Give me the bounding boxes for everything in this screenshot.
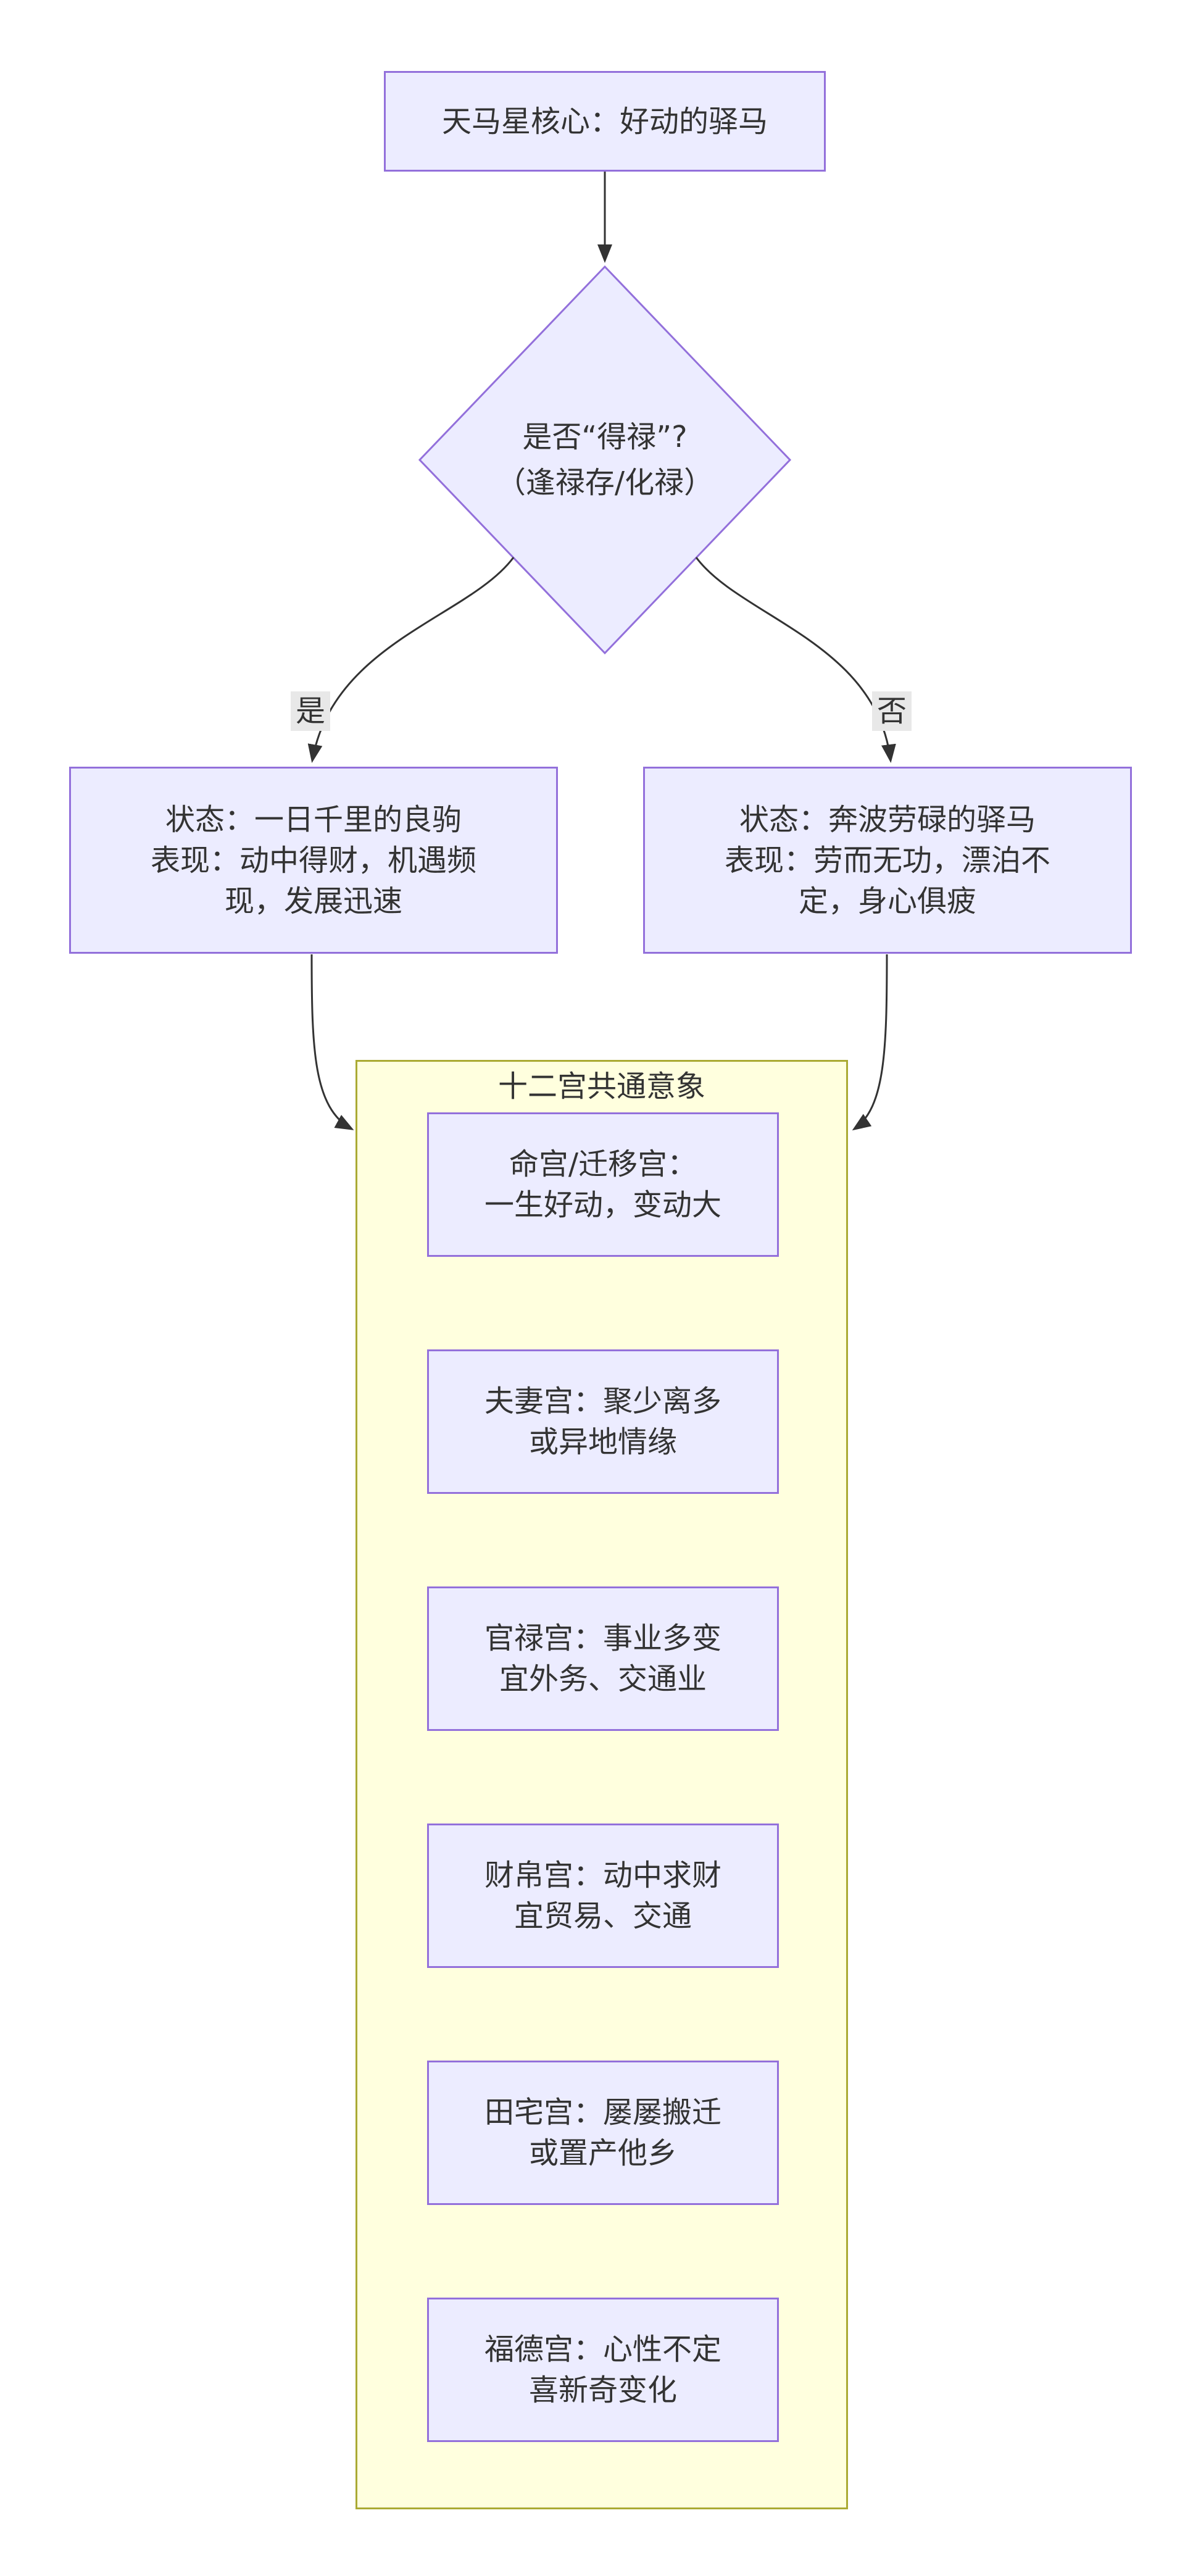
node-palace-tianzhai: 田宅宫：屡屡搬迁 或置产他乡 — [427, 2061, 779, 2205]
node-palace-caibo: 财帛宫：动中求财 宜贸易、交通 — [427, 1824, 779, 1968]
subgraph-title: 十二宫共通意象 — [497, 1069, 705, 1104]
decision-line1: 是否“得禄”? — [522, 420, 688, 454]
no-state-line3: 定，身心俱疲 — [798, 883, 976, 919]
yes-state-line3: 现，发展迅速 — [224, 883, 402, 919]
palace-3-line2: 宜贸易、交通 — [513, 1899, 692, 1933]
yes-state-line1: 状态：一日千里的良驹 — [165, 802, 462, 837]
node-root: 天马星核心：好动的驿马 — [384, 71, 826, 172]
edge-yesbox-to-cluster — [310, 954, 354, 1130]
node-palace-ming-qianyi: 命宫/迁移宫： 一生好动，变动大 — [427, 1112, 779, 1257]
node-decision: 是否“得禄”? （逢禄存/化禄） — [420, 267, 790, 653]
no-state-line2: 表现：劳而无功，漂泊不 — [724, 843, 1050, 878]
node-root-label: 天马星核心：好动的驿马 — [441, 104, 768, 139]
subgraph-cluster — [355, 1060, 848, 2509]
node-yes-state: 状态：一日千里的良驹 表现：动中得财，机遇频 现，发展迅速 — [69, 767, 558, 954]
palace-5-line2: 喜新奇变化 — [528, 2373, 677, 2407]
palace-2-line1: 官禄宫：事业多变 — [484, 1621, 721, 1656]
no-state-line1: 状态：奔波劳碌的驿马 — [739, 802, 1036, 837]
node-no-state: 状态：奔波劳碌的驿马 表现：劳而无功，漂泊不 定，身心俱疲 — [643, 767, 1132, 954]
yes-state-line2: 表现：动中得财，机遇频 — [150, 843, 476, 878]
palace-0-line1: 命宫/迁移宫： — [509, 1147, 697, 1182]
palace-5-line1: 福德宫：心性不定 — [484, 2332, 721, 2367]
node-palace-fude: 福德宫：心性不定 喜新奇变化 — [427, 2298, 779, 2442]
edge-nobox-to-cluster — [852, 954, 888, 1131]
node-palace-guanlu: 官禄宫：事业多变 宜外务、交通业 — [427, 1586, 779, 1731]
palace-3-line1: 财帛宫：动中求财 — [484, 1858, 721, 1893]
palace-1-line2: 或异地情缘 — [528, 1425, 677, 1459]
palace-2-line2: 宜外务、交通业 — [499, 1662, 707, 1696]
decision-line2: （逢禄存/化禄） — [496, 465, 714, 500]
palace-4-line2: 或置产他乡 — [528, 2136, 677, 2170]
palace-4-line1: 田宅宫：屡屡搬迁 — [484, 2095, 721, 2130]
palace-1-line1: 夫妻宫：聚少离多 — [484, 1384, 721, 1419]
edge-label-no: 否 — [871, 691, 912, 731]
node-palace-fuqi: 夫妻宫：聚少离多 或异地情缘 — [427, 1349, 779, 1494]
edge-label-yes: 是 — [290, 691, 331, 731]
palace-0-line2: 一生好动，变动大 — [484, 1188, 721, 1222]
